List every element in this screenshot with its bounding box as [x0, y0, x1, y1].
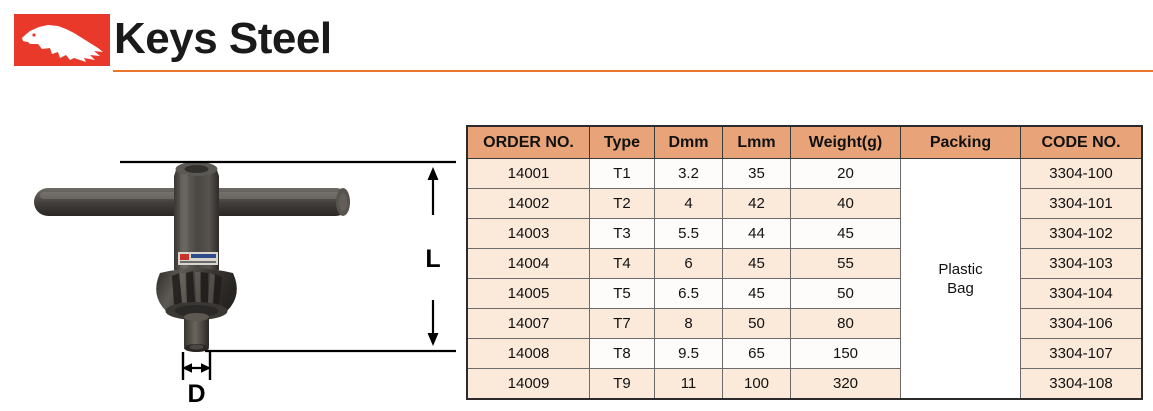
dimension-length-label: L: [425, 245, 440, 273]
cell-order-no: 14005: [467, 278, 590, 309]
product-sticker-label: [178, 252, 218, 265]
table-row: 14003 T3 5.5 44 45 3304-102: [467, 218, 1142, 249]
chuck-key-pilot-tip: [184, 313, 209, 352]
cell-type: T7: [589, 308, 655, 339]
cell-dmm: 8: [654, 308, 723, 339]
specification-table-container: ORDER NO. Type Dmm Lmm Weight(g) Packing…: [466, 125, 1143, 400]
cell-code-no: 3304-104: [1020, 278, 1142, 309]
column-header-type: Type: [589, 126, 655, 159]
cell-lmm: 65: [722, 338, 791, 369]
page-header: Keys Steel: [0, 0, 1153, 86]
cell-code-no: 3304-103: [1020, 248, 1142, 279]
cell-dmm: 6.5: [654, 278, 723, 309]
cell-code-no: 3304-107: [1020, 338, 1142, 369]
cell-order-no: 14002: [467, 188, 590, 219]
cell-weight: 50: [790, 278, 901, 309]
cell-dmm: 11: [654, 368, 723, 399]
cell-weight: 320: [790, 368, 901, 399]
cell-code-no: 3304-101: [1020, 188, 1142, 219]
cell-lmm: 50: [722, 308, 791, 339]
cell-lmm: 42: [722, 188, 791, 219]
cell-lmm: 35: [722, 158, 791, 189]
dimension-diameter-label: D: [187, 380, 205, 405]
cell-type: T4: [589, 248, 655, 279]
product-figure-chuck-key: L D: [20, 140, 460, 405]
chuck-key-gear-head: [156, 268, 237, 320]
cell-order-no: 14004: [467, 248, 590, 279]
cell-dmm: 9.5: [654, 338, 723, 369]
cell-weight: 40: [790, 188, 901, 219]
cell-type: T8: [589, 338, 655, 369]
cell-weight: 150: [790, 338, 901, 369]
packing-line-2: Bag: [947, 279, 974, 297]
cell-weight: 20: [790, 158, 901, 189]
cell-order-no: 14009: [467, 368, 590, 399]
column-header-packing: Packing: [900, 126, 1021, 159]
specification-table: ORDER NO. Type Dmm Lmm Weight(g) Packing…: [466, 125, 1143, 400]
table-row: 14002 T2 4 42 40 3304-101: [467, 188, 1142, 219]
page-title: Keys Steel: [114, 14, 332, 63]
column-header-order-no: ORDER NO.: [467, 126, 590, 159]
dimension-length-L: [120, 160, 456, 353]
cell-packing: Plastic Bag: [900, 158, 1021, 399]
cell-code-no: 3304-102: [1020, 218, 1142, 249]
cell-order-no: 14003: [467, 218, 590, 249]
cell-order-no: 14007: [467, 308, 590, 339]
table-row: 14009 T9 11 100 320 3304-108: [467, 368, 1142, 399]
cell-lmm: 44: [722, 218, 791, 249]
cell-type: T2: [589, 188, 655, 219]
cell-code-no: 3304-108: [1020, 368, 1142, 399]
cell-lmm: 45: [722, 248, 791, 279]
table-row: 14008 T8 9.5 65 150 3304-107: [467, 338, 1142, 369]
cell-order-no: 14008: [467, 338, 590, 369]
eagle-head-logo: [14, 14, 110, 66]
cell-dmm: 4: [654, 188, 723, 219]
column-header-weight: Weight(g): [790, 126, 901, 159]
cell-dmm: 6: [654, 248, 723, 279]
table-header-row: ORDER NO. Type Dmm Lmm Weight(g) Packing…: [467, 126, 1142, 159]
cell-dmm: 3.2: [654, 158, 723, 189]
table-row: 14001 T1 3.2 35 20 Plastic Bag 3304-100: [467, 158, 1142, 399]
cell-code-no: 3304-100: [1020, 158, 1142, 189]
title-divider-rule: [113, 70, 1153, 72]
cell-type: T5: [589, 278, 655, 309]
column-header-code-no: CODE NO.: [1020, 126, 1142, 159]
cell-order-no: 14001: [467, 158, 590, 189]
cell-dmm: 5.5: [654, 218, 723, 249]
column-header-lmm: Lmm: [722, 126, 791, 159]
cell-lmm: 45: [722, 278, 791, 309]
column-header-dmm: Dmm: [654, 126, 723, 159]
cell-lmm: 100: [722, 368, 791, 399]
cell-type: T3: [589, 218, 655, 249]
table-row: 14007 T7 8 50 80 3304-106: [467, 308, 1142, 339]
cell-weight: 45: [790, 218, 901, 249]
cell-code-no: 3304-106: [1020, 308, 1142, 339]
cell-type: T1: [589, 158, 655, 189]
cell-weight: 80: [790, 308, 901, 339]
packing-line-1: Plastic: [938, 260, 983, 278]
cell-weight: 55: [790, 248, 901, 279]
chuck-key-body: [174, 162, 219, 270]
table-row: 14005 T5 6.5 45 50 3304-104: [467, 278, 1142, 309]
table-row: 14004 T4 6 45 55 3304-103: [467, 248, 1142, 279]
dimension-diameter-D: [181, 352, 212, 380]
cell-type: T9: [589, 368, 655, 399]
